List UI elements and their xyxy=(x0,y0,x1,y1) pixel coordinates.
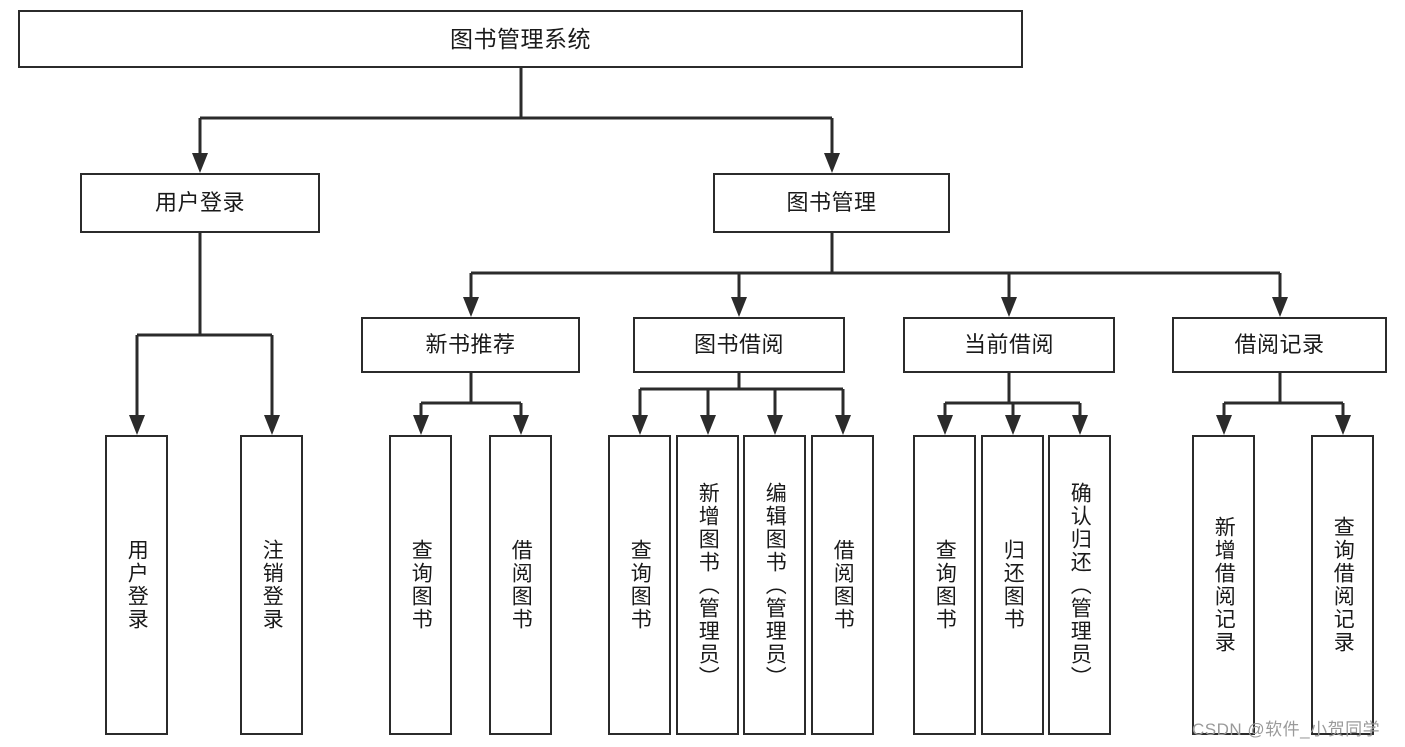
node-label: 新增借阅记录 xyxy=(1212,516,1236,654)
node-label: 编辑图书（管理员） xyxy=(763,481,787,689)
node-l_edit[interactable]: 编辑图书（管理员） xyxy=(743,435,806,735)
node-label: 查询图书 xyxy=(933,539,957,631)
node-bookmgmt[interactable]: 图书管理 xyxy=(713,173,950,233)
node-label: 用户登录 xyxy=(154,190,245,216)
node-newbook[interactable]: 新书推荐 xyxy=(361,317,580,373)
node-label: 图书管理 xyxy=(786,190,877,216)
node-label: 注销登录 xyxy=(260,539,284,631)
node-label: 借阅图书 xyxy=(509,539,533,631)
node-l_conf[interactable]: 确认归还（管理员） xyxy=(1048,435,1111,735)
node-label: 查询借阅记录 xyxy=(1331,516,1355,654)
node-l_b2[interactable]: 借阅图书 xyxy=(811,435,874,735)
node-l_ret[interactable]: 归还图书 xyxy=(981,435,1044,735)
node-l_q1[interactable]: 查询图书 xyxy=(389,435,452,735)
node-l_add[interactable]: 新增图书（管理员） xyxy=(676,435,739,735)
node-label: 当前借阅 xyxy=(963,332,1054,358)
node-l_q3[interactable]: 查询图书 xyxy=(913,435,976,735)
node-l_q2[interactable]: 查询图书 xyxy=(608,435,671,735)
node-root[interactable]: 图书管理系统 xyxy=(18,10,1023,68)
watermark-text: CSDN @软件_小贺同学 xyxy=(1192,720,1381,739)
node-label: 归还图书 xyxy=(1001,539,1025,631)
node-l_newrec[interactable]: 新增借阅记录 xyxy=(1192,435,1255,735)
node-borrow[interactable]: 图书借阅 xyxy=(633,317,845,373)
node-l_qrec[interactable]: 查询借阅记录 xyxy=(1311,435,1374,735)
node-label: 借阅记录 xyxy=(1234,332,1325,358)
node-l_logout[interactable]: 注销登录 xyxy=(240,435,303,735)
node-label: 新增图书（管理员） xyxy=(696,481,720,689)
node-login[interactable]: 用户登录 xyxy=(80,173,320,233)
node-label: 查询图书 xyxy=(628,539,652,631)
node-label: 图书管理系统 xyxy=(450,25,591,52)
node-current[interactable]: 当前借阅 xyxy=(903,317,1115,373)
node-label: 查询图书 xyxy=(409,539,433,631)
node-label: 借阅图书 xyxy=(831,539,855,631)
node-records[interactable]: 借阅记录 xyxy=(1172,317,1387,373)
node-l_b1[interactable]: 借阅图书 xyxy=(489,435,552,735)
node-l_login[interactable]: 用户登录 xyxy=(105,435,168,735)
node-label: 图书借阅 xyxy=(693,332,784,358)
node-label: 新书推荐 xyxy=(425,332,516,358)
node-label: 用户登录 xyxy=(125,539,149,631)
node-label: 确认归还（管理员） xyxy=(1068,481,1092,689)
